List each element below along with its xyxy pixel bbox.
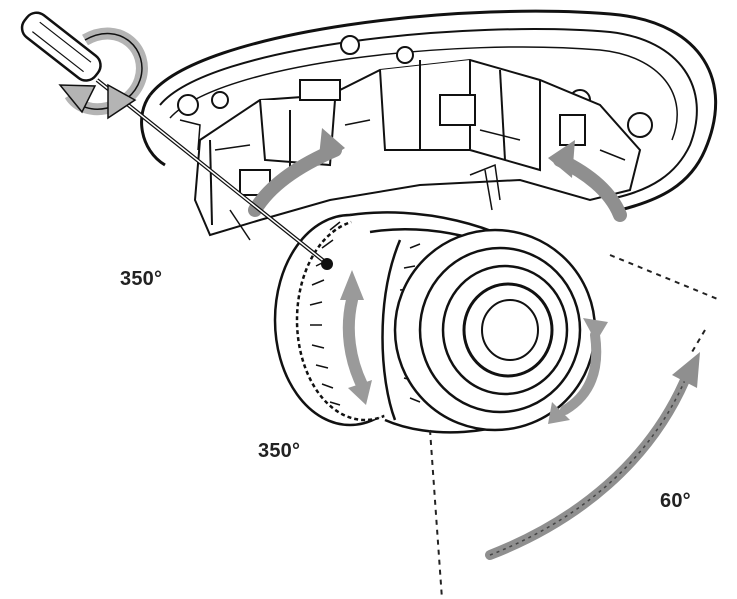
pan-arrow-left	[248, 128, 345, 217]
screwdriver-icon	[20, 11, 333, 270]
rotate-arrow-icon	[58, 27, 148, 120]
chassis-details	[179, 119, 626, 241]
dome-base	[140, 9, 718, 212]
guide-lines	[429, 254, 721, 599]
pan-angle-label: 350°	[120, 268, 163, 290]
pan-arrow-right	[548, 140, 627, 222]
chassis	[193, 58, 642, 237]
rotation-angle-label: 350°	[258, 440, 301, 462]
lens-barrel	[393, 228, 597, 432]
tilt-angle-arc	[485, 352, 700, 560]
tilt-arrow-lens	[548, 318, 608, 424]
tilt-angle-label: 60°	[660, 490, 691, 512]
rotation-arrow	[340, 270, 372, 405]
